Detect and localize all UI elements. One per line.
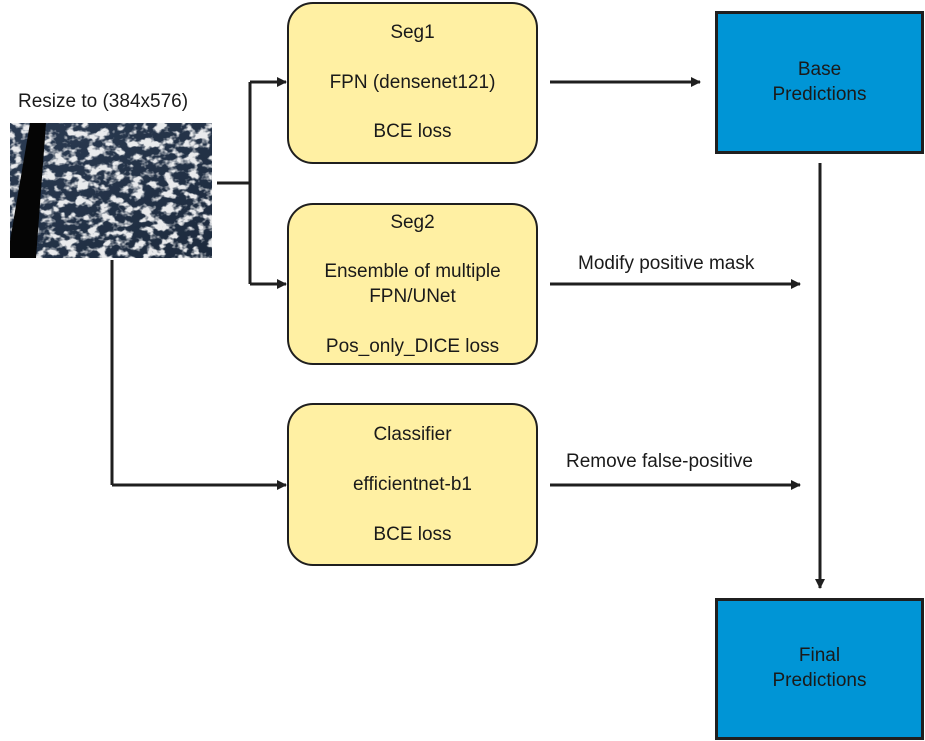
seg1-title: Seg1 (390, 22, 435, 43)
seg2-loss: Pos_only_DICE loss (325, 336, 500, 357)
input-label: Resize to (384x576) (18, 91, 189, 112)
final-predictions-line1: Final (798, 645, 841, 666)
base-predictions-box (715, 11, 924, 154)
base-predictions-line1: Base (797, 59, 842, 80)
seg2-title: Seg2 (390, 212, 435, 233)
satellite-image (10, 123, 212, 258)
modify-mask-label: Modify positive mask (578, 253, 755, 274)
classifier-box (287, 403, 538, 566)
seg1-loss: BCE loss (373, 121, 452, 142)
classifier-model: efficientnet-b1 (352, 474, 472, 495)
classifier-title: Classifier (373, 424, 452, 445)
final-predictions-line2: Predictions (772, 670, 867, 691)
classifier-loss: BCE loss (373, 524, 452, 545)
seg2-model-line2: FPN/UNet (369, 286, 456, 307)
seg2-model-line1: Ensemble of multiple (324, 261, 501, 282)
final-predictions-box (715, 598, 924, 740)
remove-false-positive-label: Remove false-positive (566, 451, 753, 472)
seg2-box (287, 203, 538, 365)
base-predictions-line2: Predictions (772, 84, 867, 105)
seg1-model: FPN (densenet121) (329, 72, 496, 93)
seg1-box (287, 2, 538, 164)
